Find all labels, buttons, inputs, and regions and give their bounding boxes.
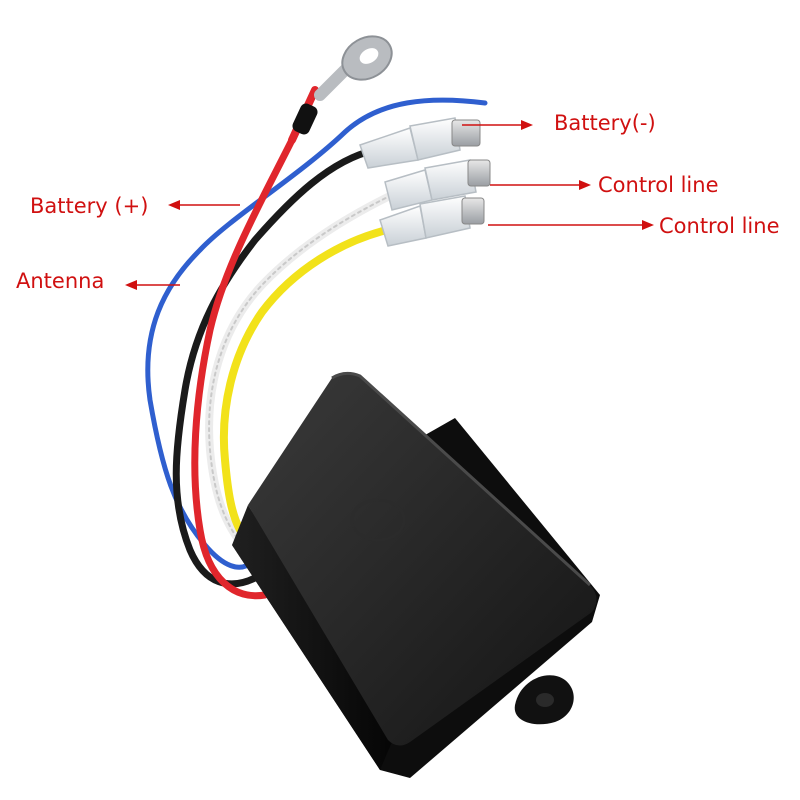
arrow-battery-negative [462,120,533,130]
connector-battery-negative [359,117,481,169]
black-wire [172,146,379,588]
arrow-antenna [125,280,180,290]
arrow-control-line-2 [488,220,654,230]
housing-top [248,373,597,746]
label-control-line-1: Control line [598,173,719,197]
connector-control-line-2 [379,195,485,247]
receiver-housing [232,371,600,778]
red-wire [191,136,296,600]
annotation-arrows [125,120,654,290]
ring-terminal [288,35,393,144]
yellow-wire [219,224,399,534]
arrow-control-line-1 [490,180,591,190]
housing-side [232,505,395,770]
arrow-battery-positive [168,200,240,210]
label-antenna: Antenna [16,269,105,293]
label-battery-positive: Battery (+) [30,194,149,218]
connector-control-line-1 [384,159,491,211]
wire-bundle [145,97,488,600]
label-control-line-2: Control line [659,214,780,238]
label-battery-negative: Battery(-) [554,111,656,135]
